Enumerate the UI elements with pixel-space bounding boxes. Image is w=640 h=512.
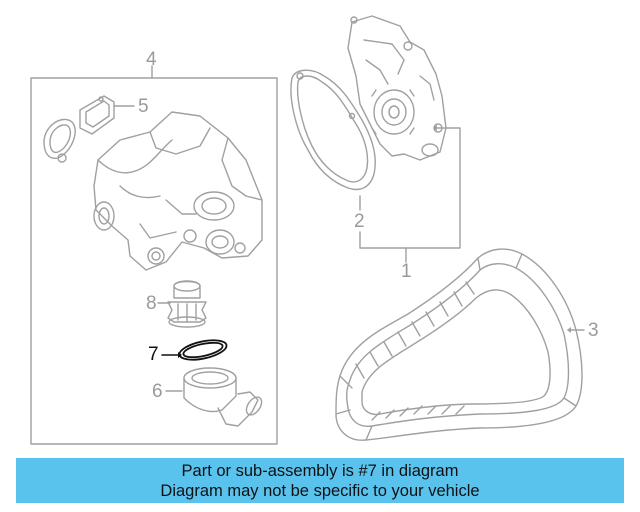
water-pump [347, 15, 447, 161]
part-3-belt [335, 248, 585, 441]
callout-3: 3 [588, 320, 599, 341]
callout-4: 4 [146, 49, 157, 70]
info-banner: Part or sub-assembly is #7 in diagram Di… [16, 458, 624, 503]
callout-1: 1 [401, 261, 412, 282]
thermostat-housing [93, 111, 263, 271]
banner-line-1: Part or sub-assembly is #7 in diagram [181, 462, 459, 480]
parts-diagram [30, 15, 585, 445]
assembly-box [30, 65, 278, 445]
part-7-o-ring [161, 339, 228, 361]
callout-7: 7 [148, 344, 159, 365]
callout-5: 5 [138, 96, 149, 117]
part-2-gasket [290, 69, 376, 249]
callout-8: 8 [146, 293, 157, 314]
part-6-cover [165, 367, 263, 427]
part-8-thermostat [157, 280, 207, 328]
part-5-gasket [79, 95, 135, 135]
callout-2: 2 [354, 211, 365, 232]
callout-1-bracket [359, 125, 461, 263]
banner-line-2: Diagram may not be specific to your vehi… [160, 482, 480, 500]
callout-6: 6 [152, 381, 163, 402]
small-seal-ring [43, 118, 76, 163]
